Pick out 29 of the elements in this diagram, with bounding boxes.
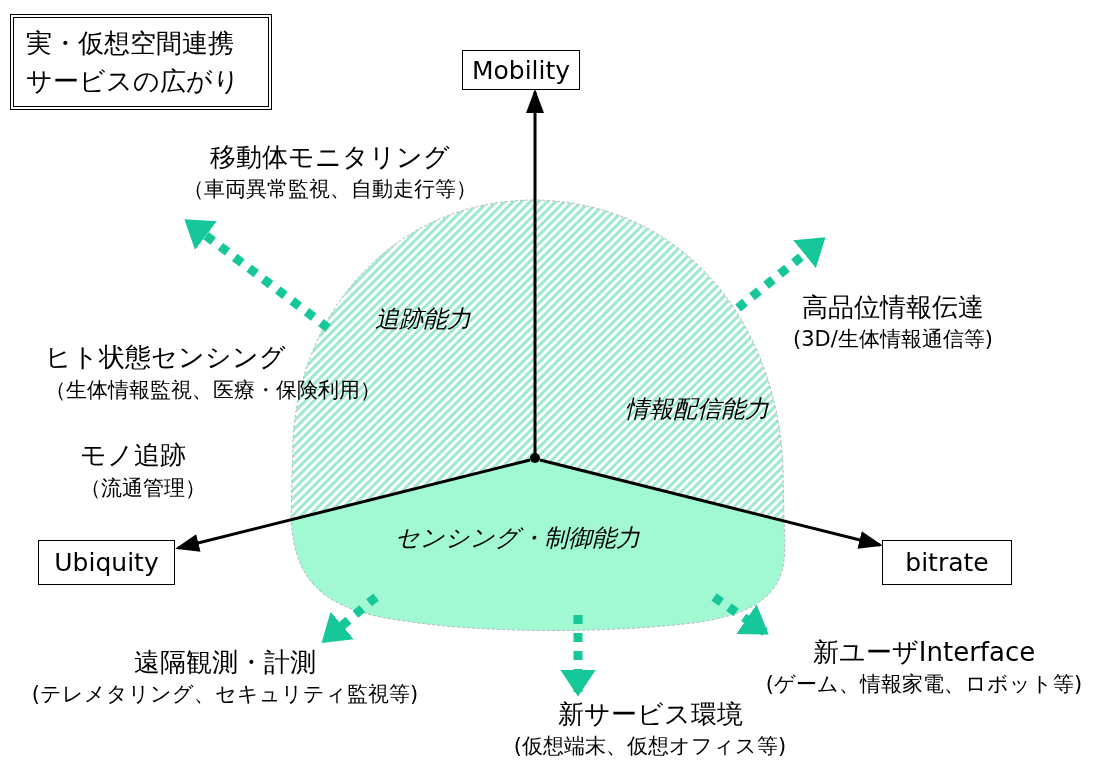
axis-arrow	[175, 458, 531, 552]
service-examples: （車両異常監視、自動走行等）	[182, 176, 478, 203]
service-title: 高品位情報伝達	[801, 291, 985, 324]
service-title: 新サービス環境	[556, 698, 744, 731]
service-title: 移動体モニタリング	[209, 141, 451, 174]
service-title: モノ追跡	[80, 439, 186, 472]
axis-label-box: bitrate	[882, 540, 1012, 585]
dashed-arrow	[735, 236, 826, 312]
axis-arrow	[539, 458, 883, 549]
dashed-arrow	[711, 593, 769, 636]
service-examples: （生体情報監視、医療・保険利用）	[45, 377, 381, 404]
dashed-arrow	[321, 593, 379, 644]
dashed-arrow	[184, 218, 331, 332]
title-box: 実・仮想空間連携サービスの広がり	[10, 14, 272, 110]
axis-label-box: Ubiquity	[38, 540, 175, 585]
service-title: 遠隔観測・計測	[133, 646, 317, 679]
capability-label: センシング・制御能力	[395, 523, 640, 554]
origin-dot	[530, 453, 540, 463]
axis-label-box: Mobility	[462, 50, 580, 90]
service-examples: (ゲーム、情報家電、ロボット等)	[764, 671, 1084, 698]
capability-label: 情報配信能力	[625, 394, 769, 425]
service-examples: (3D/生体情報通信等)	[792, 326, 994, 353]
service-title: ヒト状態センシング	[45, 341, 286, 374]
service-examples: （流通管理）	[80, 475, 206, 502]
dashed-arrow	[560, 615, 596, 697]
service-examples: (仮想端末、仮想オフィス等)	[512, 733, 788, 760]
service-examples: (テレメタリング、セキュリティ監視等)	[30, 681, 420, 708]
capability-label: 追跡能力	[375, 304, 471, 335]
service-title: 新ユーザInterface	[811, 636, 1037, 669]
